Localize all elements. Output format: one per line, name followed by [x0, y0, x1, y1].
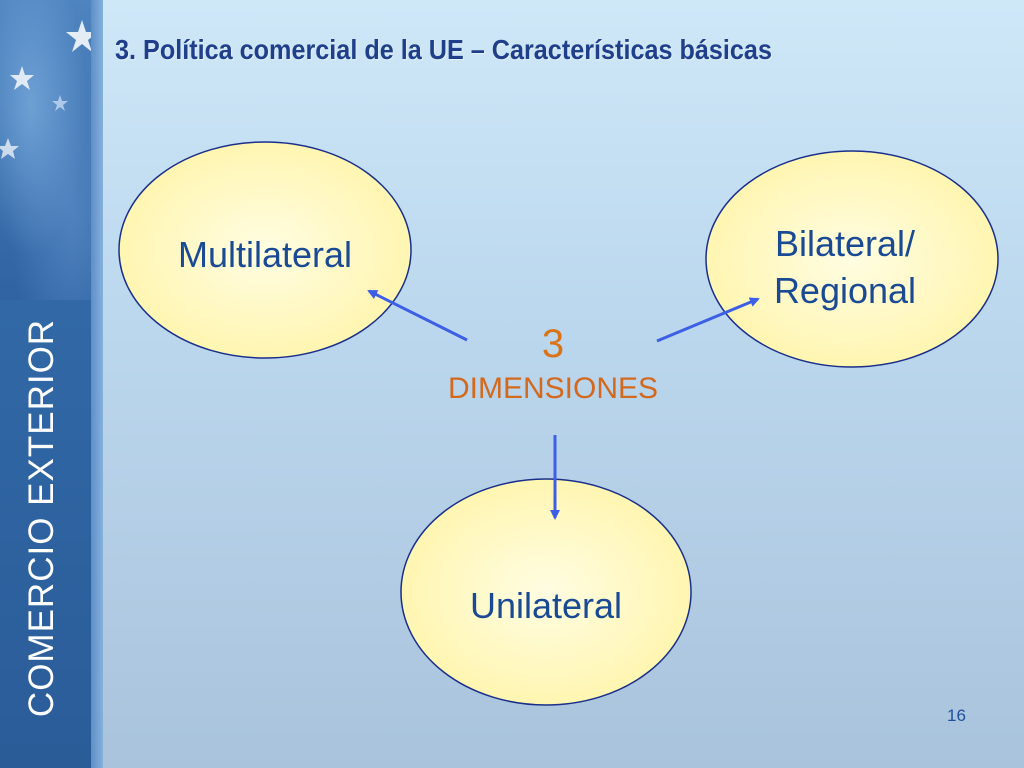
page-title: 3. Política comercial de la UE – Caracte… [115, 34, 772, 65]
center-label: DIMENSIONES [448, 372, 658, 405]
unilateral-label: Unilateral [470, 585, 622, 626]
multilateral-node [118, 141, 412, 359]
sidebar-eu-flag-image [0, 0, 103, 300]
bilateral-label-line1: Bilateral/ [775, 223, 915, 264]
multilateral-label: Multilateral [178, 234, 352, 275]
arrow-to-multilateral [367, 289, 468, 342]
arrow-to-bilateral [656, 297, 760, 343]
eu-stars-icon [0, 20, 98, 159]
unilateral-node [400, 478, 692, 706]
sidebar: COMERCIO EXTERIOR [0, 0, 103, 768]
bilateral-label-line2: Regional [774, 270, 916, 311]
sidebar-accent-strip [91, 0, 103, 768]
page-number: 16 [947, 706, 966, 725]
center-number: 3 [542, 322, 564, 366]
bilateral-regional-node [705, 150, 999, 368]
